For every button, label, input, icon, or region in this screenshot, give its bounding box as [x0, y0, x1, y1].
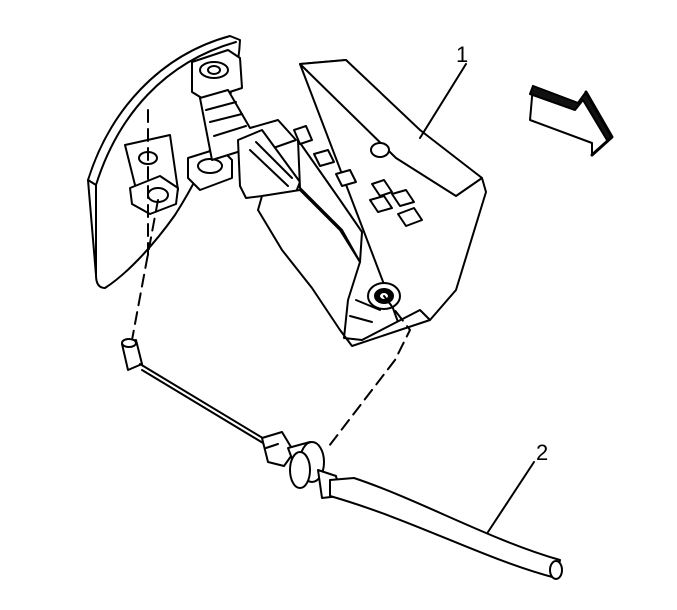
leader-line-2	[487, 461, 535, 533]
mounting-hole	[370, 142, 390, 158]
cable-wire	[139, 363, 269, 447]
leader-line-1	[419, 63, 467, 139]
assembly-guide-lines	[131, 109, 411, 451]
cable-connector	[261, 431, 341, 499]
hinge-bracket	[187, 49, 301, 199]
cable-end-fitting	[121, 338, 143, 371]
callout-part-1: 1	[456, 42, 468, 67]
callout-part-2: 2	[536, 440, 548, 465]
main-housing	[257, 59, 487, 347]
cable-sheath	[329, 477, 563, 580]
direction-arrow-icon	[529, 85, 614, 157]
leader-lines	[419, 63, 535, 533]
